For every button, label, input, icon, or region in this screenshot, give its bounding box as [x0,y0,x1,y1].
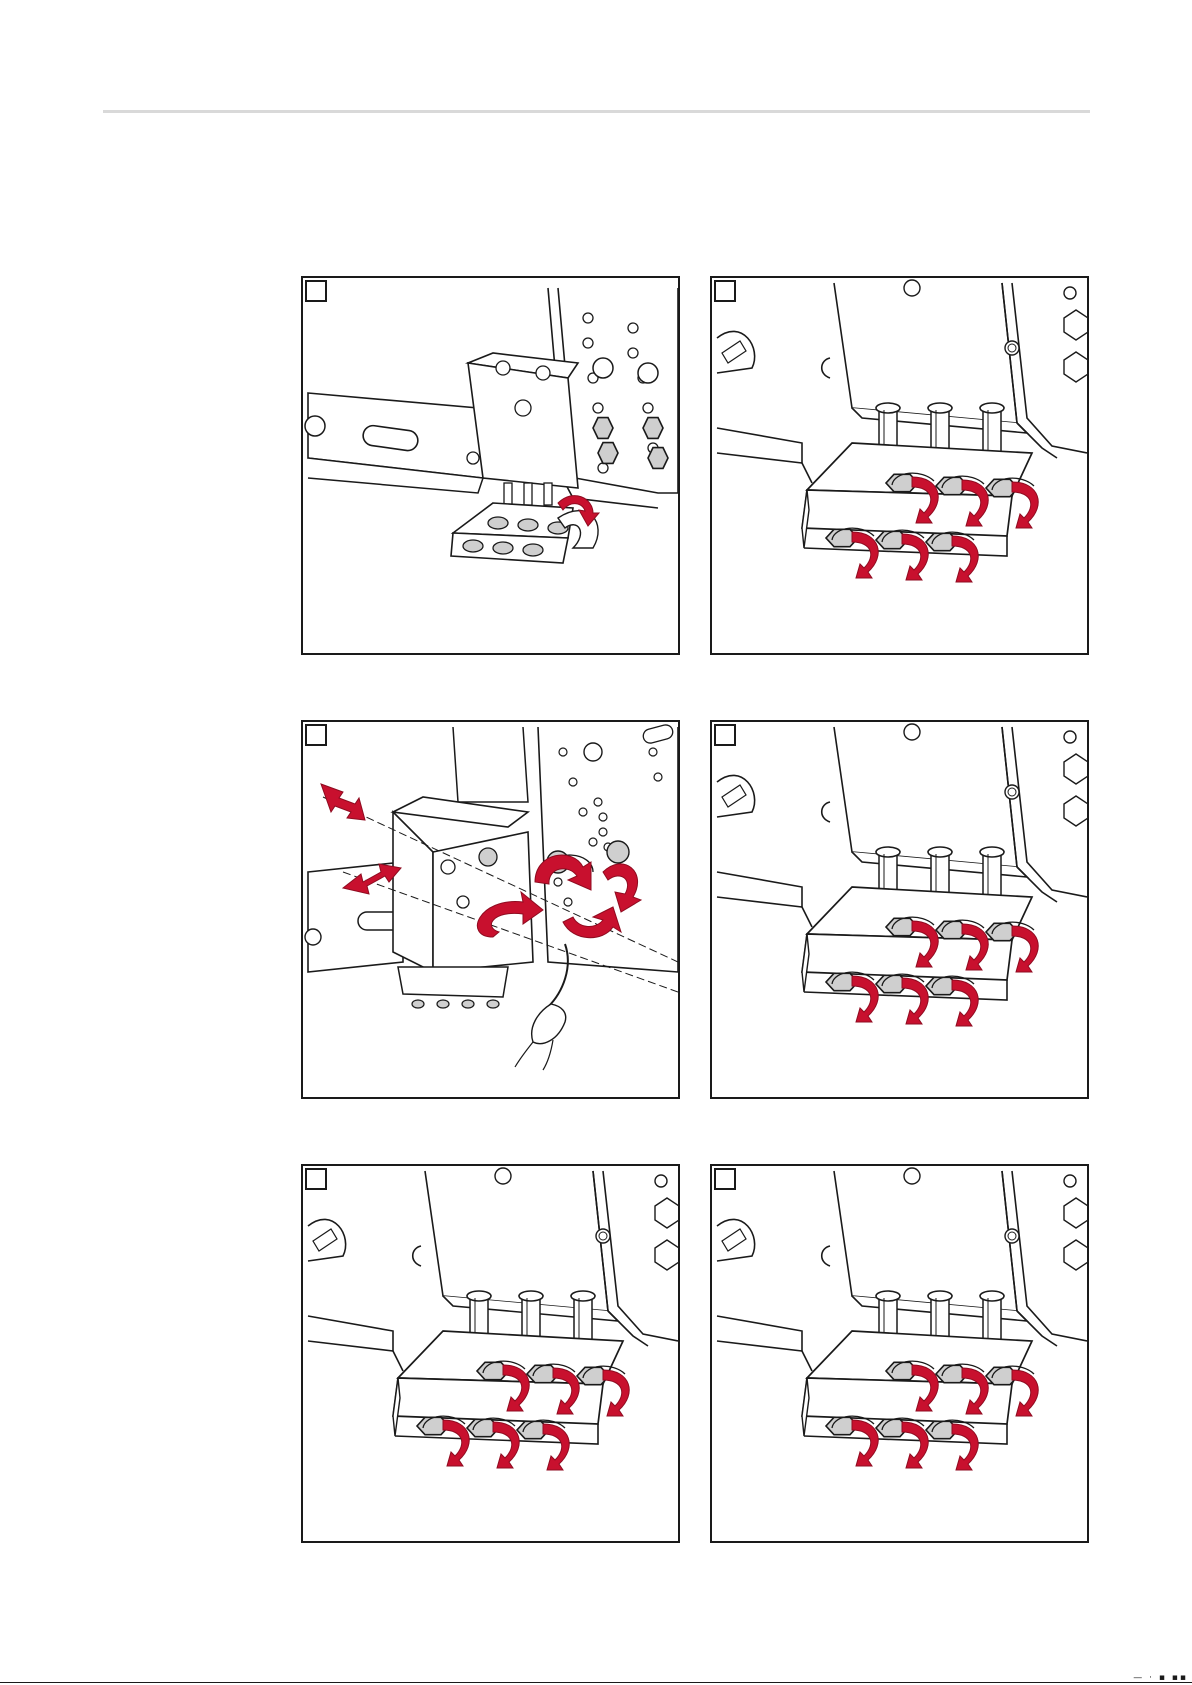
figure-panel-6 [710,1164,1089,1543]
illustration-nut-block [712,278,1087,653]
step-number-box [714,724,736,746]
footer-marks: — · ▪ ▪▪ [1133,1673,1188,1683]
step-number-box [714,280,736,302]
figure-panel-2 [710,276,1089,655]
step-number-box [305,280,327,302]
figure-panel-4 [710,720,1089,1099]
illustration-nut-block [303,1166,678,1541]
step-number-box [305,1168,327,1190]
illustration-overview-remove [303,722,678,1097]
footer-rule [0,1682,1192,1683]
figure-panel-1 [301,276,680,655]
step-number-box [714,1168,736,1190]
header-rule [103,110,1090,113]
illustration-nut-block [712,722,1087,1097]
figure-panel-5 [301,1164,680,1543]
illustration-nut-block [712,1166,1087,1541]
figure-panel-3 [301,720,680,1099]
illustration-overview-bracket [303,278,678,653]
step-number-box [305,724,327,746]
